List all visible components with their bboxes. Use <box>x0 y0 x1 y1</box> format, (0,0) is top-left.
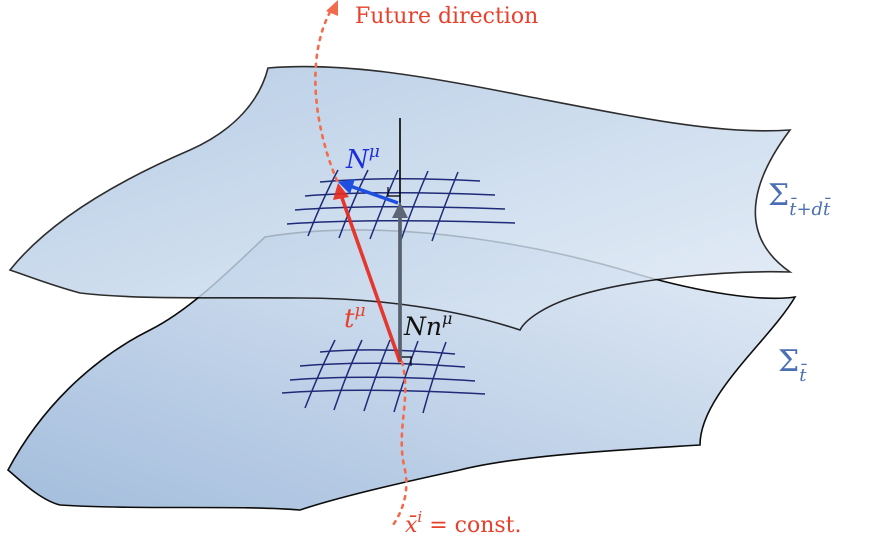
future-direction-label: Future direction <box>355 4 538 29</box>
normal-vector-sup: μ <box>442 309 452 328</box>
lower-surface-sub: t̄ <box>799 362 807 386</box>
time-vector-sup: μ <box>354 301 365 321</box>
shift-vector-sup: μ <box>369 142 380 162</box>
upper-surface-label: Σt̄+dt̄ <box>768 178 831 220</box>
upper-surface-sub: t̄+dt̄ <box>789 196 831 220</box>
lower-surface-label: Σt̄ <box>778 344 807 386</box>
time-vector-arrowhead <box>333 183 349 200</box>
lower-surface-sigma: Σ <box>778 344 799 379</box>
shift-vector <box>349 184 399 205</box>
spatial-coords-rest: = const. <box>422 513 521 538</box>
shift-vector-base: N <box>345 145 370 175</box>
time-vector-label: tμ <box>344 301 366 334</box>
normal-vector-label: Nnμ <box>403 309 452 341</box>
normal-vector-base: n <box>426 312 442 341</box>
upper-coordinate-grid <box>286 169 516 242</box>
time-vector <box>340 197 402 363</box>
spatial-worldline-curve <box>391 360 408 527</box>
future-arrowhead-icon <box>326 0 338 16</box>
time-vector-base: t <box>344 304 355 334</box>
lower-coordinate-grid <box>281 339 486 414</box>
spatial-coords-label: x̄i = const. <box>405 508 522 538</box>
lower-right-angle-mark <box>400 356 412 366</box>
spatial-coords-base: x̄ <box>405 513 418 538</box>
spatial-coords-sup: i <box>417 508 422 526</box>
upper-right-angle-mark <box>387 187 400 197</box>
shift-vector-label: Nμ <box>345 142 380 175</box>
shift-vector-arrowhead <box>338 179 355 194</box>
normal-vector-arrowhead <box>392 202 408 218</box>
future-worldline-curve <box>314 10 340 185</box>
normal-vector-coef: N <box>403 312 427 341</box>
lower-surface <box>6 229 797 511</box>
upper-surface-sigma: Σ <box>768 178 789 213</box>
